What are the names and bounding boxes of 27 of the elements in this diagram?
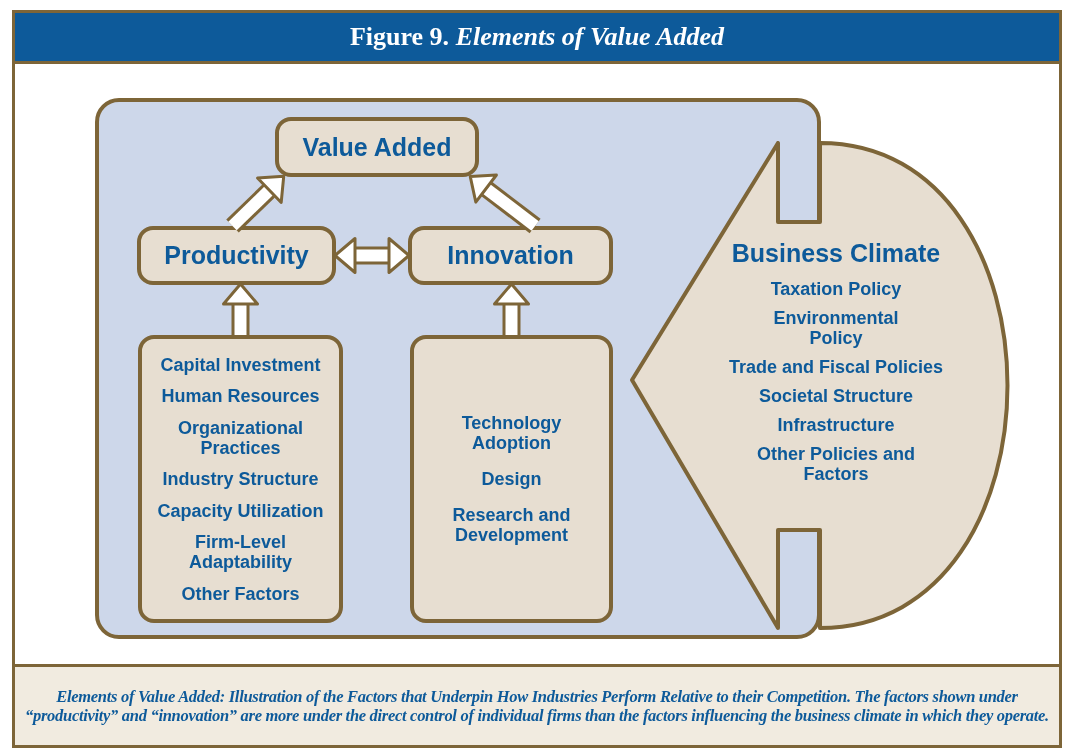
box-label: Productivity xyxy=(164,241,309,270)
rounded-box xyxy=(408,226,613,285)
title: Figure 9. Elements of Value Added xyxy=(349,22,725,52)
list-box xyxy=(138,335,343,623)
heading: Business Climate xyxy=(731,239,941,268)
list-item: Capacity Utilization xyxy=(156,500,325,521)
box-label: Innovation xyxy=(447,241,574,270)
list-item: Environmental Policy xyxy=(772,308,900,348)
list-item: Research and Development xyxy=(451,505,572,545)
list-item: Firm-Level Adaptability xyxy=(188,532,293,572)
list-box xyxy=(410,335,613,623)
rounded-box xyxy=(275,117,479,177)
list-item: Other Policies and Factors xyxy=(755,444,916,484)
list-item: Design xyxy=(480,469,543,489)
list-item: Industry Structure xyxy=(161,469,320,489)
list-item: Capital Investment xyxy=(159,354,322,375)
list-item: Infrastructure xyxy=(776,415,896,435)
list-item: Other Factors xyxy=(180,583,301,604)
box-label: Value Added xyxy=(302,132,452,162)
rounded-box xyxy=(137,226,336,285)
list-item: Taxation Policy xyxy=(769,279,903,299)
list-item: Technology Adoption xyxy=(460,413,563,453)
caption: Elements of Value Added: Illustration of the Factors that Underpin How Industries Perform Relative to their Competition. The factors shown under “productivity” and “innovation” are more under the direct control of individual firms than the factors influencing the business climate in which they operate. xyxy=(24,687,1050,725)
list-item: Societal Structure xyxy=(757,386,914,406)
list-item: Organizational Practices xyxy=(177,417,304,458)
list-item: Human Resources xyxy=(160,386,321,406)
list-item: Trade and Fiscal Policies xyxy=(727,357,945,377)
